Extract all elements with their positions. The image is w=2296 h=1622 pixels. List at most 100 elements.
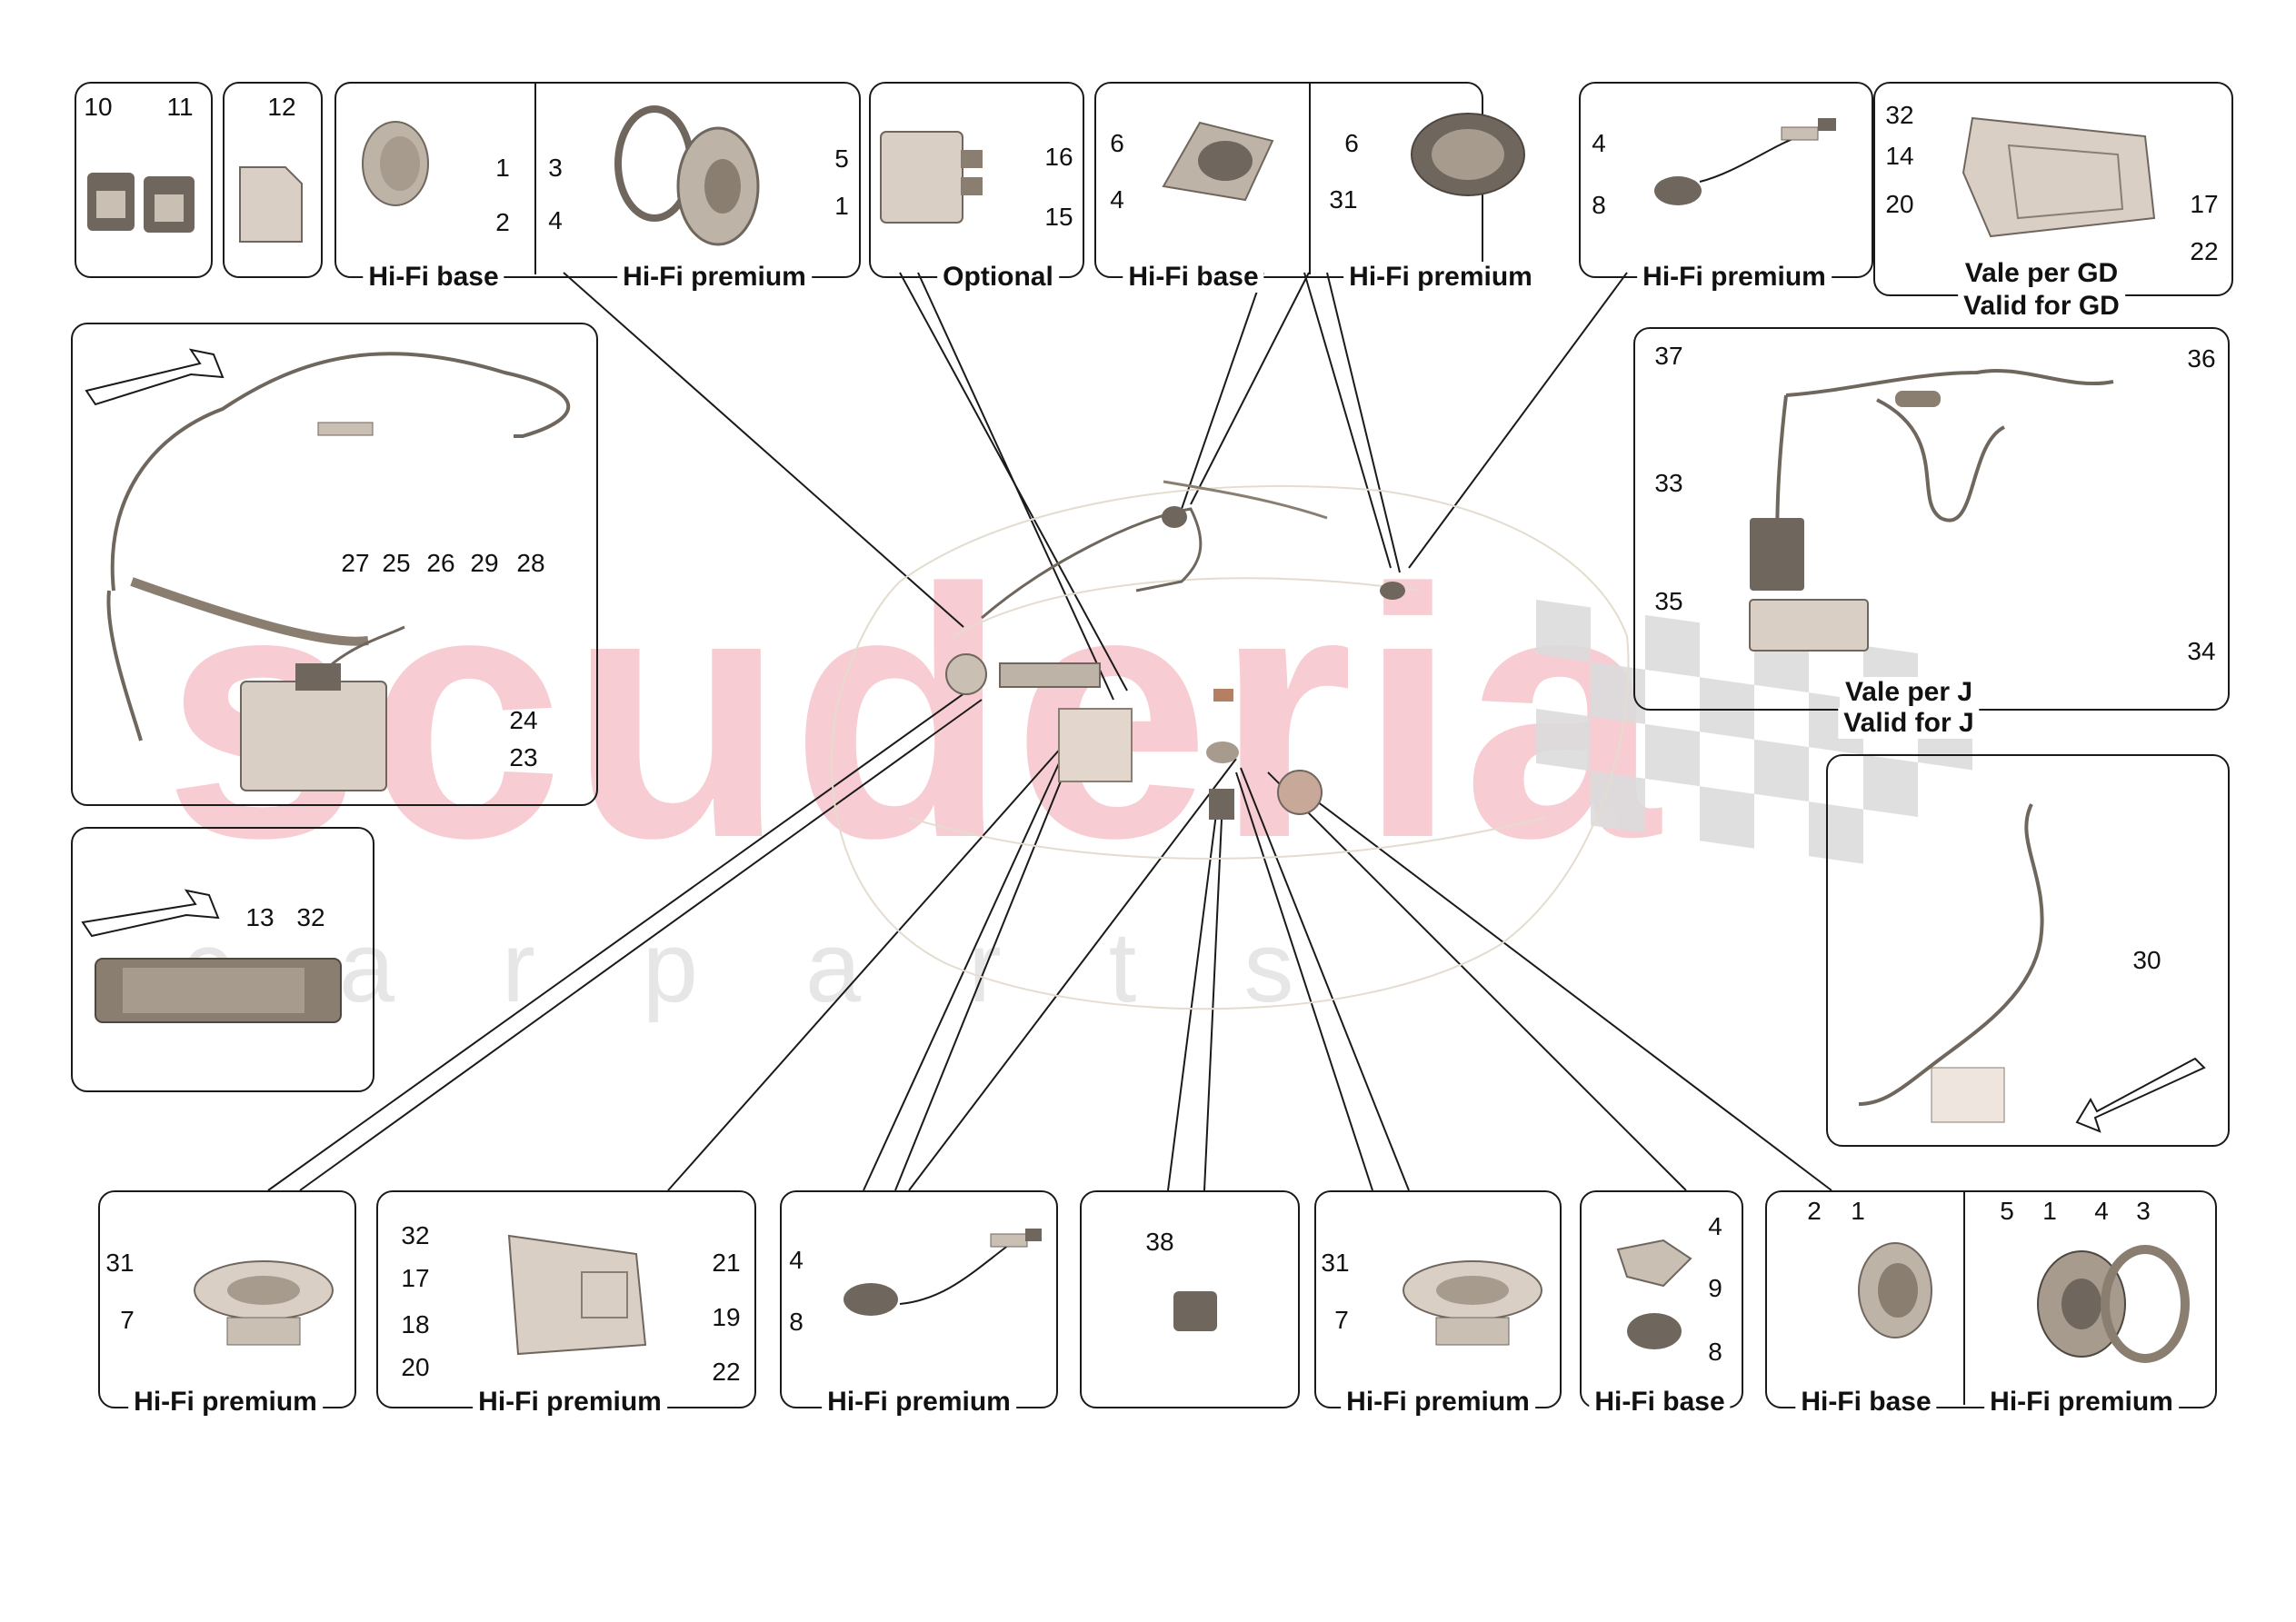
label-5b: 5 <box>2000 1197 2014 1225</box>
label-35: 35 <box>1654 587 1683 615</box>
speaker-icon <box>1654 118 1836 205</box>
label-32: 32 <box>1885 101 1914 129</box>
label-17: 17 <box>2190 190 2219 218</box>
speaker-icon <box>362 121 429 206</box>
label-34: 34 <box>2187 637 2216 665</box>
speaker-icon <box>2037 1245 2190 1363</box>
panel-sd-card <box>223 82 323 278</box>
bracket-icon <box>1962 116 2156 238</box>
speaker-icon <box>844 1229 1042 1316</box>
panel-usb-ports <box>75 82 213 278</box>
label-1: 1 <box>495 154 510 182</box>
caption-hifi-premium: Hi-Fi premium <box>1984 1387 2179 1418</box>
label-7b: 7 <box>1334 1306 1349 1334</box>
caption-hifi-premium: Hi-Fi premium <box>1637 262 1832 293</box>
caption-hifi-premium: Hi-Fi premium <box>128 1387 323 1418</box>
label-6: 6 <box>1110 129 1124 157</box>
antenna-icon <box>1858 803 2206 1133</box>
speaker-icon <box>1162 121 1274 202</box>
panel-module-13 <box>71 827 374 1092</box>
label-31: 31 <box>1329 185 1358 214</box>
label-20b: 20 <box>401 1353 430 1381</box>
caption-optional: Optional <box>937 262 1059 293</box>
panel-wiring-amplifier <box>71 323 598 806</box>
caption-hifi-premium: Hi-Fi premium <box>617 262 812 293</box>
panel-divider <box>1309 84 1311 274</box>
label-23: 23 <box>509 743 538 771</box>
label-29: 29 <box>470 549 499 577</box>
caption-hifi-base: Hi-Fi base <box>1589 1387 1731 1418</box>
label-18: 18 <box>401 1310 430 1338</box>
label-33: 33 <box>1654 469 1683 497</box>
label-36: 36 <box>2187 344 2216 373</box>
label-7: 7 <box>120 1306 135 1334</box>
label-14: 14 <box>1885 142 1914 170</box>
panel-antenna-cable <box>1826 754 2230 1147</box>
speaker-icon <box>194 1260 334 1346</box>
label-1c: 1 <box>1851 1197 1865 1225</box>
caption-vale-j: Vale per J <box>1839 677 1979 708</box>
caption-hifi-premium: Hi-Fi premium <box>1343 262 1538 293</box>
panel-divider <box>1963 1192 1965 1405</box>
label-22b: 22 <box>712 1358 741 1386</box>
amplifier-icon <box>81 889 342 1023</box>
label-26: 26 <box>426 549 455 577</box>
label-4c: 4 <box>1592 129 1606 157</box>
label-15: 15 <box>1044 203 1073 231</box>
label-20: 20 <box>1885 190 1914 218</box>
label-2b: 2 <box>1807 1197 1822 1225</box>
label-1d: 1 <box>2042 1197 2057 1225</box>
caption-hifi-base: Hi-Fi base <box>1123 262 1264 293</box>
bracket-icon <box>507 1234 647 1356</box>
label-13: 13 <box>245 903 275 931</box>
label-27: 27 <box>341 549 370 577</box>
watermark-text: scuderia <box>164 515 1666 911</box>
caption-hifi-premium: Hi-Fi premium <box>473 1387 667 1418</box>
label-25: 25 <box>382 549 411 577</box>
label-11: 11 <box>166 93 194 121</box>
label-4f: 4 <box>2094 1197 2109 1225</box>
label-21: 21 <box>712 1249 741 1277</box>
amplifier-icon <box>880 131 983 224</box>
caption-valid-j: Valid for J <box>1838 708 1980 739</box>
amplifier-icon <box>1173 1291 1217 1331</box>
label-32c: 32 <box>401 1221 430 1249</box>
panel-divider <box>534 84 536 274</box>
speaker-icon <box>1858 1242 1932 1338</box>
label-3: 3 <box>548 154 563 182</box>
panel-front-door-speaker <box>334 82 861 278</box>
label-37: 37 <box>1654 342 1683 370</box>
label-38: 38 <box>1145 1228 1174 1256</box>
label-9: 9 <box>1708 1274 1722 1302</box>
label-8c: 8 <box>1708 1338 1722 1366</box>
label-6b: 6 <box>1344 129 1359 157</box>
label-8b: 8 <box>789 1308 804 1336</box>
label-31c: 31 <box>1321 1249 1350 1277</box>
label-5: 5 <box>834 144 849 173</box>
label-31b: 31 <box>105 1249 135 1277</box>
label-4d: 4 <box>789 1246 804 1274</box>
label-24: 24 <box>509 706 538 734</box>
label-30: 30 <box>2132 946 2161 974</box>
label-19: 19 <box>712 1303 741 1331</box>
label-4e: 4 <box>1708 1212 1722 1240</box>
label-2: 2 <box>495 208 510 236</box>
speaker-icon <box>1403 1260 1542 1346</box>
label-32b: 32 <box>296 903 325 931</box>
label-3b: 3 <box>2136 1197 2151 1225</box>
label-4: 4 <box>548 206 563 234</box>
speaker-icon <box>614 105 760 246</box>
label-16: 16 <box>1044 143 1073 171</box>
label-10: 10 <box>84 93 113 121</box>
label-17b: 17 <box>401 1264 430 1292</box>
label-4b: 4 <box>1110 185 1124 214</box>
wiring-harness-icon <box>85 348 570 791</box>
label-1b: 1 <box>834 192 849 220</box>
speaker-icon <box>1411 113 1525 196</box>
label-8: 8 <box>1592 191 1606 219</box>
caption-vale-gd: Vale per GD <box>1959 258 2124 289</box>
caption-hifi-base: Hi-Fi base <box>363 262 504 293</box>
label-22: 22 <box>2190 237 2219 265</box>
wiring-harness-icon <box>1749 368 2114 652</box>
